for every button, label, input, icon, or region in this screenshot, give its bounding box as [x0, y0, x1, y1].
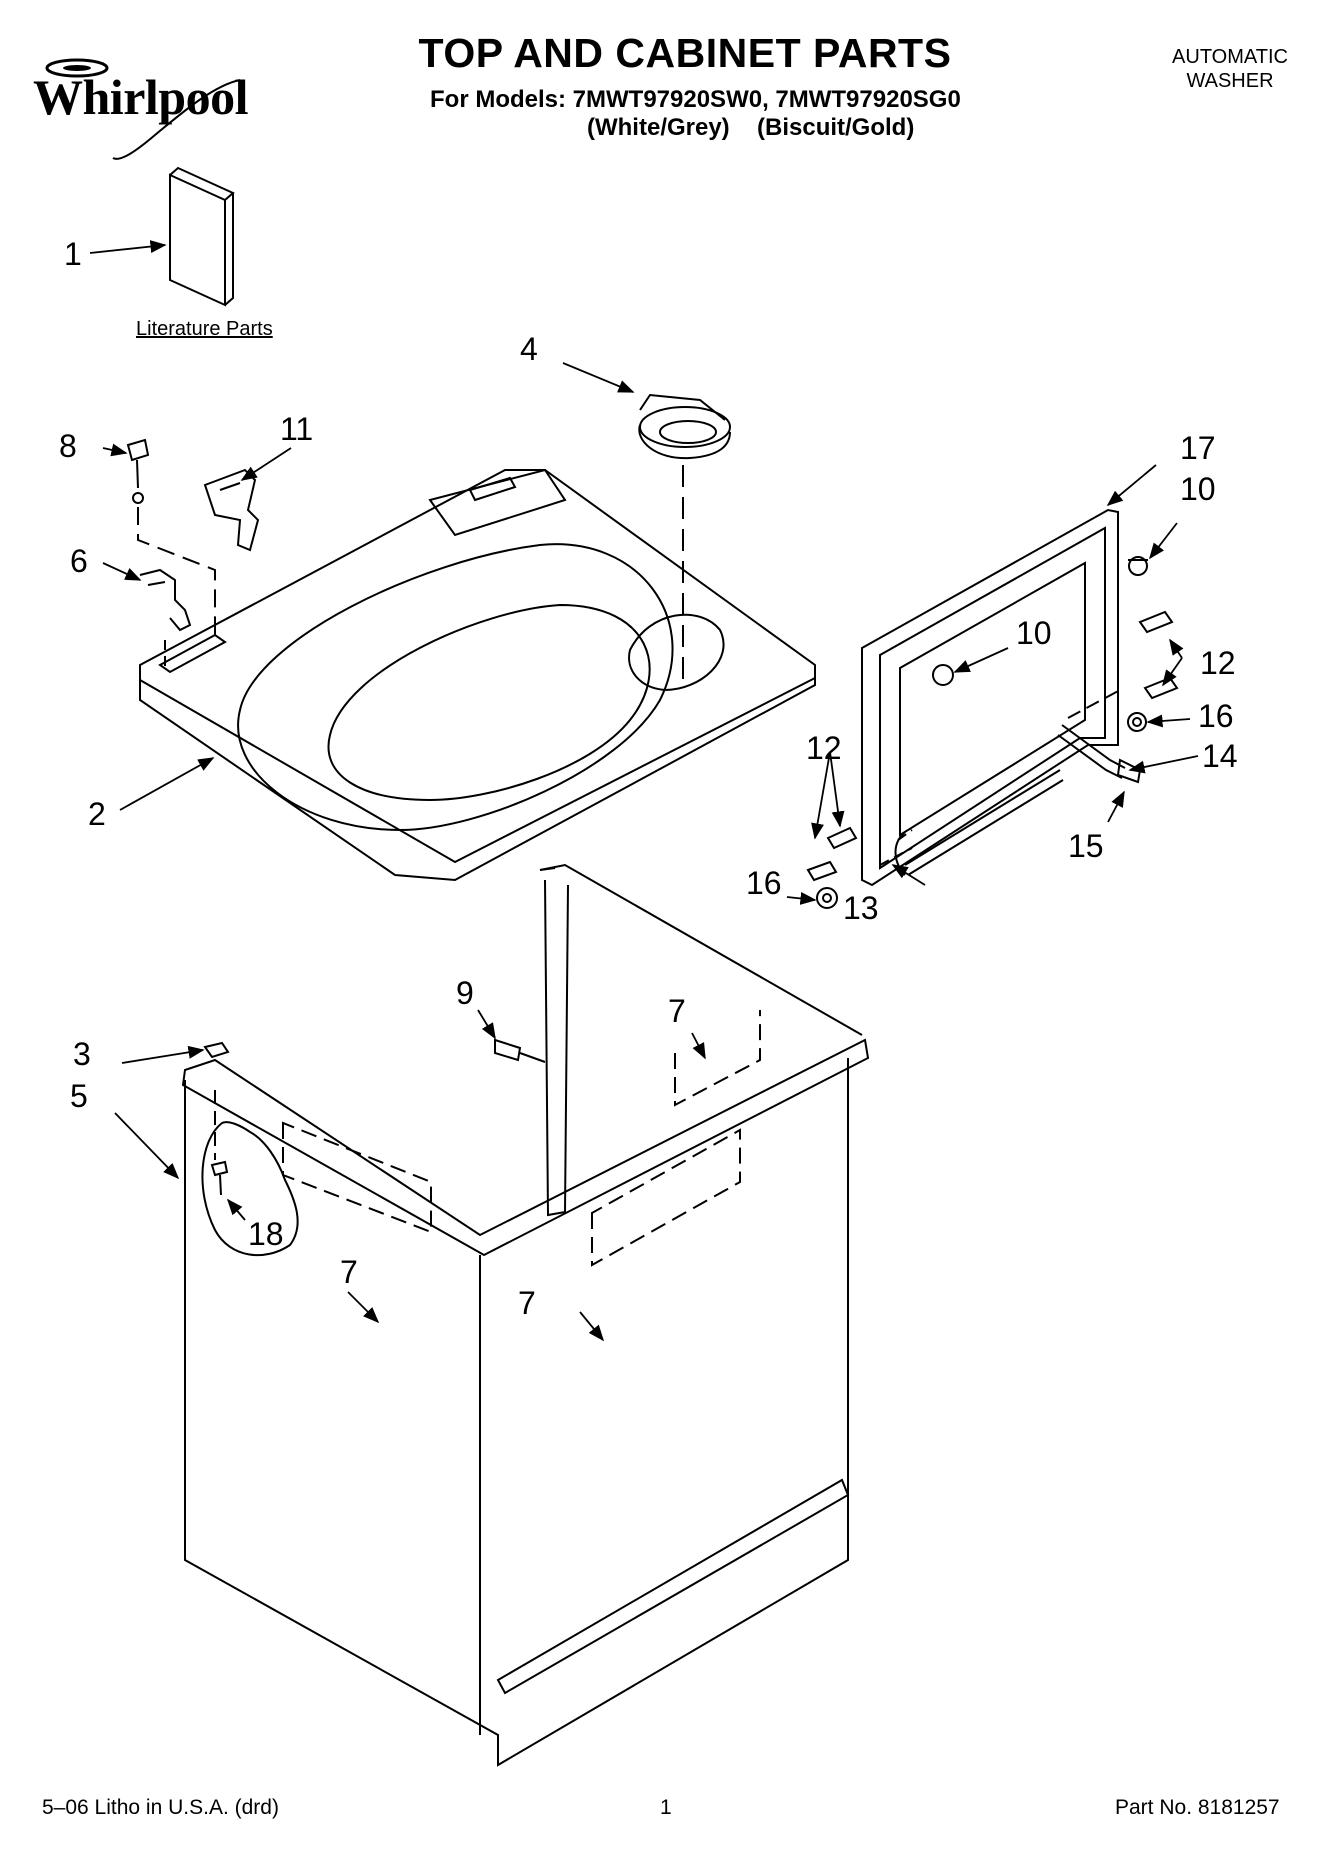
callout-9: 9: [456, 975, 474, 1011]
callout-12-left: 12: [806, 730, 842, 766]
whirlpool-logo: [25, 50, 265, 170]
top-panel: [139, 468, 816, 882]
callout-13: 13: [843, 890, 879, 926]
clip-3: [203, 1041, 230, 1059]
product-type: AUTOMATIC WASHER: [1145, 45, 1315, 93]
bushing-16-right: [1127, 712, 1147, 732]
screw-10-inner: [932, 664, 954, 686]
part-number: Part No. 8181257: [1115, 1796, 1280, 1819]
product-line-1: AUTOMATIC: [1172, 46, 1288, 68]
callout-2: 2: [88, 796, 106, 832]
whirlpool-swirl-icon: [45, 58, 241, 160]
lid-frame: [861, 508, 1119, 887]
lid-switch: [203, 468, 260, 552]
callout-7-front: 7: [340, 1254, 358, 1290]
color-biscuit-gold: (Biscuit/Gold): [757, 114, 915, 141]
screws-12-lower: [806, 826, 858, 882]
callout-16-right: 16: [1198, 698, 1234, 734]
page-number: 1: [660, 1796, 672, 1819]
label-7-rear: [674, 1010, 761, 1107]
callout-7-side: 7: [518, 1285, 536, 1321]
callout-6: 6: [70, 543, 88, 579]
label-7-front: [282, 1121, 432, 1234]
bleach-dispenser: [638, 393, 731, 460]
callout-7-rear: 7: [668, 993, 686, 1029]
callout-11: 11: [280, 411, 314, 447]
callout-1: 1: [64, 236, 82, 272]
cutaway-bubble: [201, 1121, 299, 1257]
callout-18: 18: [248, 1216, 284, 1252]
clip: [139, 568, 192, 632]
models-line: For Models: 7MWT97920SW0, 7MWT97920SG0: [430, 86, 961, 113]
callout-8: 8: [59, 428, 77, 464]
screw-12-upper: [1138, 610, 1179, 700]
screw-10-upper: [1128, 556, 1148, 576]
color-white-grey: (White/Grey): [587, 114, 730, 141]
bushing-16-left: [816, 887, 838, 909]
callout-10-upper: 10: [1180, 471, 1216, 507]
callout-4: 4: [520, 331, 538, 367]
brand-name: Whirlpool: [33, 69, 248, 125]
literature-book: [169, 166, 235, 307]
page-title: TOP AND CABINET PARTS: [418, 30, 952, 76]
callout-15: 15: [1068, 828, 1104, 864]
callout-3: 3: [73, 1036, 91, 1072]
label-7-side: [591, 1128, 741, 1267]
callout-16-left: 16: [746, 865, 782, 901]
callout-12-right: 12: [1200, 645, 1236, 681]
callout-17: 17: [1180, 430, 1216, 466]
screw-8: [126, 438, 150, 504]
callout-5: 5: [70, 1078, 88, 1114]
footer-litho: 5–06 Litho in U.S.A. (drd): [42, 1796, 279, 1819]
cabinet: [181, 863, 870, 1767]
product-line-2: WASHER: [1186, 70, 1274, 92]
callout-14: 14: [1202, 738, 1238, 774]
callout-10-inner: 10: [1016, 615, 1052, 651]
screw-9: [494, 1038, 546, 1063]
literature-parts-label: Literature Parts: [136, 318, 273, 340]
